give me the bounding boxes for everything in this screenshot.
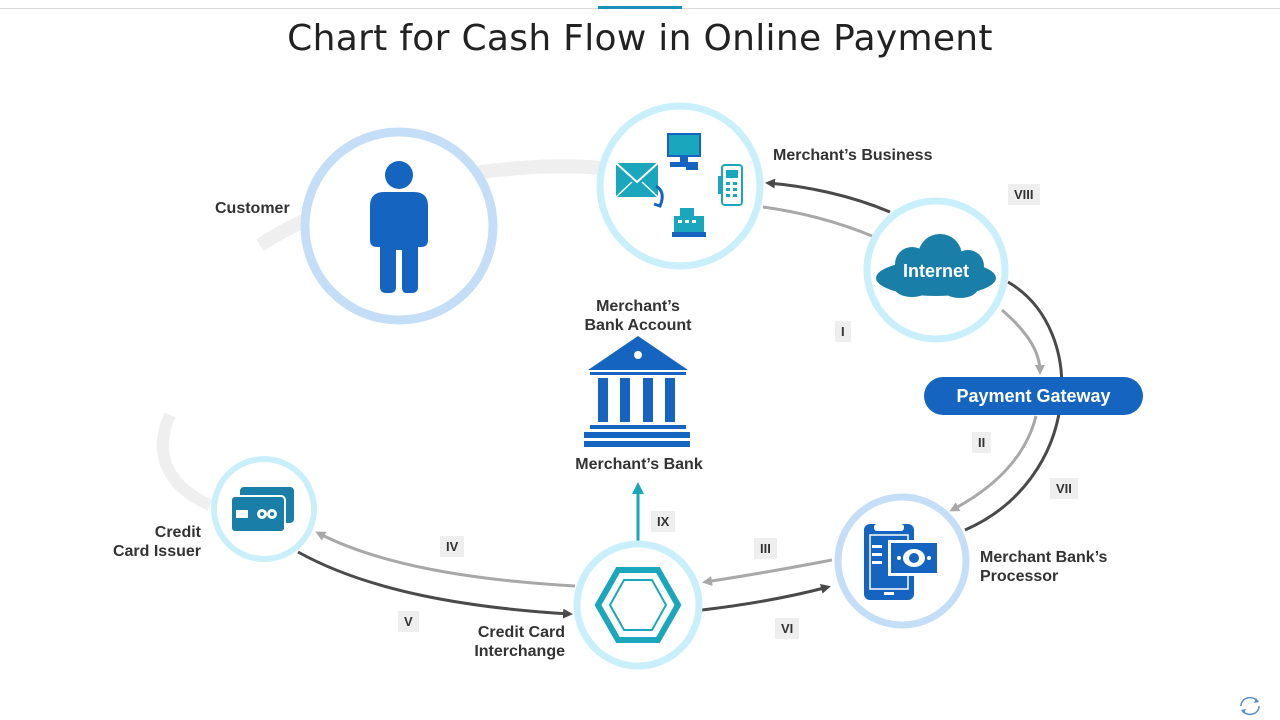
page-title: Chart for Cash Flow in Online Payment xyxy=(287,18,993,59)
credit-card-issuer-line-2: Card Issuer xyxy=(112,543,201,560)
customer-label: Customer xyxy=(215,200,290,217)
step-tag-vii: VII xyxy=(1050,478,1078,499)
bank-icon xyxy=(584,336,690,447)
background-arc xyxy=(156,412,213,511)
arrow-internet-gateway xyxy=(1001,308,1045,375)
credit-card-issuer-label: Credit Card Issuer xyxy=(101,523,201,561)
arrow-step-viii xyxy=(765,178,891,214)
mobile-payment-icon xyxy=(864,524,940,600)
credit-card-interchange-line-2: Interchange xyxy=(474,643,565,660)
arrow-step-iii xyxy=(702,558,833,586)
arrow-step-vi xyxy=(701,583,831,612)
cash-register-icon xyxy=(672,208,706,237)
arrow-step-iv xyxy=(315,531,576,588)
customer-node xyxy=(300,127,498,325)
merchant-bank-label: Merchant’s Bank xyxy=(575,456,703,473)
arrow-step-ii xyxy=(949,415,1038,512)
internet-node xyxy=(863,197,1009,343)
merchant-bank-processor-line-2: Processor xyxy=(980,568,1059,585)
merchant-bank-processor-node xyxy=(834,493,970,629)
step-tag-v: V xyxy=(398,611,419,632)
merchant-bank-account-line-2: Bank Account xyxy=(584,317,692,334)
merchant-bank-processor-line-1: Merchant Bank’s xyxy=(980,549,1108,566)
step-tag-ii: II xyxy=(972,432,992,453)
person-icon xyxy=(370,161,428,293)
hexagon-cycle-icon xyxy=(594,567,682,643)
credit-card-icon xyxy=(230,487,294,533)
email-icon xyxy=(615,162,664,208)
step-tag-viii: VIII xyxy=(1008,184,1040,205)
merchant-bank-account-label: Merchant’s Bank Account xyxy=(563,297,713,335)
merchant-business-node xyxy=(596,102,764,270)
refresh-icon[interactable] xyxy=(1236,694,1264,718)
credit-card-interchange-node xyxy=(573,540,703,670)
computer-icon xyxy=(667,133,701,170)
arrow-step-v xyxy=(297,550,573,619)
credit-card-interchange-line-1: Credit Card xyxy=(477,624,565,641)
payment-gateway-label: Payment Gateway xyxy=(924,377,1143,415)
credit-card-issuer-node xyxy=(211,456,317,562)
credit-card-interchange-label: Credit Card Interchange xyxy=(464,623,565,661)
slide-indicator xyxy=(598,6,682,9)
credit-card-issuer-line-1: Credit xyxy=(154,524,201,541)
step-tag-ix: IX xyxy=(651,511,676,532)
merchant-bank-account-line-1: Merchant’s xyxy=(596,298,680,315)
arrow-step-i xyxy=(762,205,873,238)
internet-label: Internet xyxy=(902,261,969,281)
cloud-icon xyxy=(876,234,996,298)
merchant-bank-processor-label: Merchant Bank’s Processor xyxy=(980,548,1107,586)
step-tag-vi: VI xyxy=(775,618,800,639)
pos-terminal-icon xyxy=(718,164,743,206)
step-tag-iv: IV xyxy=(440,536,465,557)
step-tag-i: I xyxy=(835,321,851,342)
step-tag-iii: III xyxy=(754,538,777,559)
merchant-business-label: Merchant’s Business xyxy=(773,147,933,164)
